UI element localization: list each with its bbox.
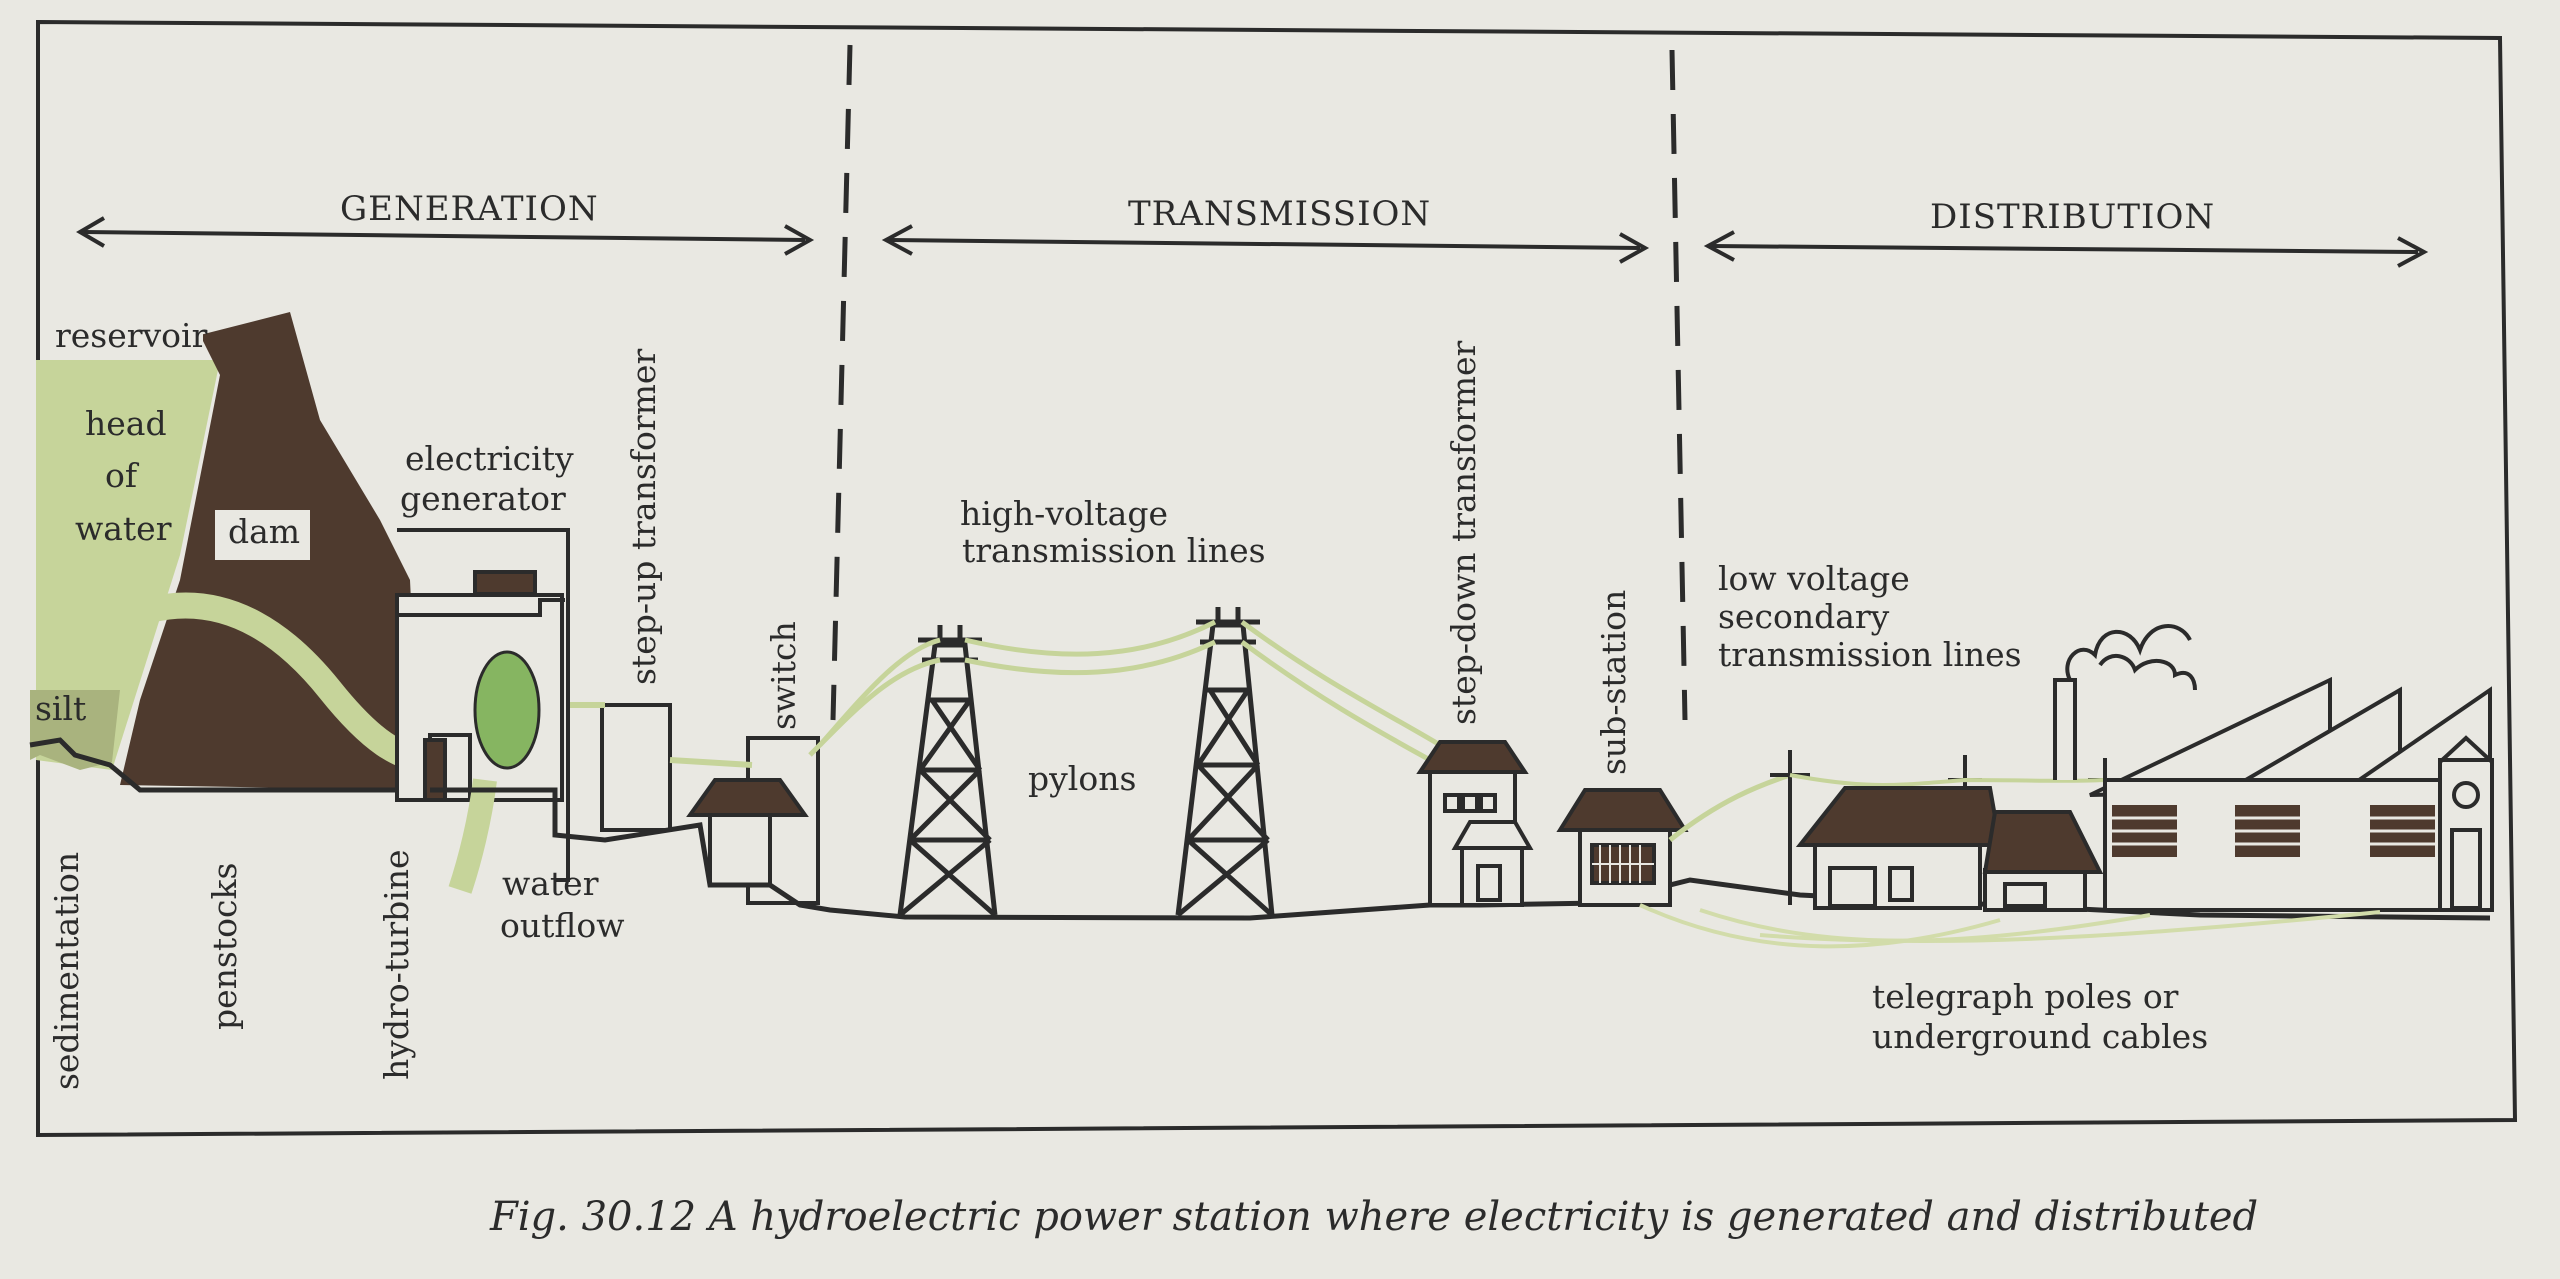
label-sedimentation: sedimentation: [47, 852, 86, 1090]
figure-frame: [36, 19, 2518, 1138]
label-hydro-turbine: hydro-turbine: [377, 849, 416, 1080]
label-telegraph-poles-2: underground cables: [1872, 1017, 2208, 1056]
ground-left: [29, 737, 430, 793]
label-water-outflow-1: water: [502, 864, 599, 903]
step-down-transformer-house: [1416, 740, 1534, 907]
divider-transmission-distribution: [1669, 49, 1688, 721]
ground-profile: [430, 787, 2491, 921]
pylon-left: [897, 625, 998, 917]
label-telegraph-poles-1: telegraph poles or: [1872, 977, 2179, 1016]
label-head-of-water-1: head: [85, 404, 167, 443]
label-step-down-transformer: step-down transformer: [1444, 340, 1483, 725]
pylon-right: [1175, 607, 1275, 917]
underground-cables: [1639, 903, 2381, 949]
label-dam: dam: [228, 512, 300, 551]
high-voltage-lines: [808, 619, 1442, 763]
label-sub-station: sub-station: [1594, 590, 1633, 775]
figure-caption: Fig. 30.12 A hydroelectric power station…: [489, 1194, 2258, 1240]
label-penstocks: penstocks: [205, 863, 244, 1030]
generation-arrow: [76, 216, 815, 256]
silt-layer: [30, 690, 120, 770]
reservoir-label-box: [48, 318, 203, 358]
generation-header: GENERATION: [340, 189, 599, 229]
reservoir-water: [36, 360, 220, 770]
substation-feed-line: [1668, 772, 1791, 842]
factory-window-bars: [2112, 816, 2435, 846]
house-right: [1982, 810, 2104, 912]
distribution-header: DISTRIBUTION: [1930, 197, 2215, 237]
transmission-arrow: [881, 224, 1650, 264]
label-pylons: pylons: [1028, 759, 1136, 798]
label-water-outflow-2: outflow: [500, 906, 625, 945]
divider-generation-transmission: [830, 44, 853, 721]
factory: [2053, 624, 2494, 912]
step-up-transformer: [600, 703, 672, 832]
label-head-of-water-3: water: [75, 509, 172, 548]
label-low-voltage-3: transmission lines: [1718, 635, 2022, 674]
label-silt: silt: [35, 689, 86, 728]
hydro-turbine-rotor: [473, 650, 541, 770]
label-low-voltage-1: low voltage: [1718, 559, 1910, 598]
sub-station-building: [1556, 788, 1689, 907]
distribution-arrow: [1703, 230, 2429, 268]
label-high-voltage-2: transmission lines: [962, 531, 1266, 570]
label-head-of-water-2: of: [105, 456, 140, 495]
label-switch: switch: [764, 621, 803, 730]
switch-building: [686, 736, 820, 905]
water-outflow-channel: [448, 778, 497, 894]
label-high-voltage-1: high-voltage: [960, 494, 1168, 533]
transmission-header: TRANSMISSION: [1128, 194, 1431, 234]
gen-transformer-line: [570, 702, 753, 768]
label-electricity-generator-2: generator: [400, 479, 566, 518]
label-low-voltage-2: secondary: [1718, 597, 1890, 636]
house-left: [1795, 786, 2003, 910]
label-step-up-transformer: step-up transformer: [624, 349, 663, 685]
dam-label-box: [215, 510, 310, 560]
label-reservoir: reservoir: [55, 316, 208, 355]
label-electricity-generator-1: electricity: [405, 439, 574, 478]
